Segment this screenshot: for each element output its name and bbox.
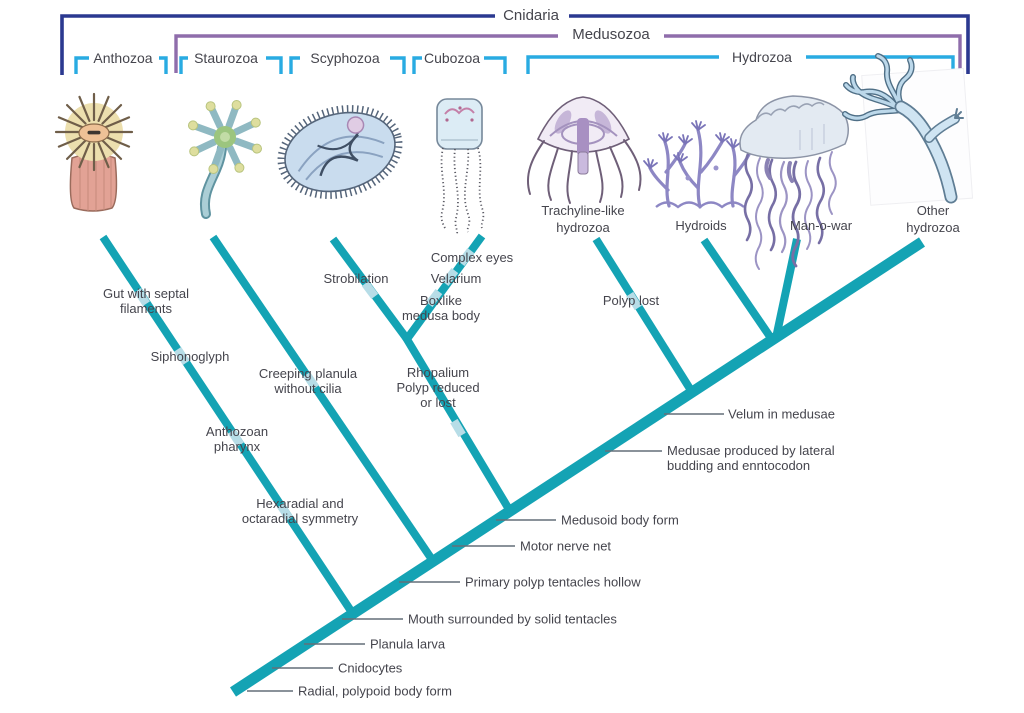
trait-motor-nerve-net: Motor nerve net <box>520 538 612 554</box>
trait-velum-in-medusae: Velum in medusae <box>728 406 835 422</box>
anthozoa-label: Anthozoa <box>93 50 153 66</box>
trait-rhopalium-polyp-reduced: Rhopalium Polyp reduced or lost <box>396 365 480 410</box>
trait-creeping-planula: Creeping planula without cilia <box>258 366 358 396</box>
leader-lines <box>247 413 724 692</box>
trait-planula-larva: Planula larva <box>370 636 446 652</box>
trait-complex-eyes: Complex eyes <box>430 250 514 265</box>
hydrozoa-label: Hydrozoa <box>732 49 792 65</box>
hydroids-label: Hydroids <box>675 218 727 233</box>
trait-medusoid-body-form: Medusoid body form <box>561 512 679 528</box>
trachyline-label: Trachyline-like hydrozoa <box>541 203 625 235</box>
cnidaria-label: Cnidaria <box>503 7 559 24</box>
trait-siphonoglyph: Siphonoglyph <box>150 349 230 364</box>
trait-boxlike-medusa-body: Boxlike medusa body <box>401 293 481 323</box>
hydrozoa-bracket <box>526 55 955 74</box>
other-hydrozoa-label: Other hydrozoa <box>906 203 960 235</box>
trait-hexaradial-symmetry: Hexaradial and octaradial symmetry <box>241 496 359 526</box>
sea-anemone-illustration <box>54 92 134 212</box>
scyphozoa-bracket <box>289 56 406 74</box>
trait-radial-polypoid-body: Radial, polypoid body form <box>298 683 452 699</box>
trachyline-medusa-illustration <box>526 96 642 204</box>
cubozoa-bracket <box>412 56 507 74</box>
man-o-war-label: Man-o-war <box>789 218 853 233</box>
scyphozoan-medusa-illustration <box>277 105 403 199</box>
medusozoa-label: Medusozoa <box>572 26 650 43</box>
scyphozoa-label: Scyphozoa <box>310 50 380 66</box>
trait-primary-polyp-tentacles: Primary polyp tentacles hollow <box>465 574 641 590</box>
staurozoa-label: Staurozoa <box>194 50 258 66</box>
medusozoa-bracket <box>174 34 962 73</box>
cubozoan-illustration <box>436 98 485 235</box>
trait-gut-septal-filaments: Gut with septal filaments <box>103 286 189 316</box>
staurozoa-bracket <box>179 56 283 74</box>
hydroid-colony-illustration <box>643 120 760 209</box>
cnidaria-bracket <box>60 14 970 75</box>
trait-cnidocytes: Cnidocytes <box>338 660 403 676</box>
trait-strobilation: Strobilation <box>323 271 389 286</box>
branch-trachyline <box>592 236 696 395</box>
trunk <box>229 237 926 697</box>
other-hydrozoan-polyp-illustration <box>842 53 974 206</box>
anthozoa-bracket <box>74 56 168 74</box>
trait-ticks <box>134 248 642 522</box>
branch-staurozoa <box>209 234 437 564</box>
trait-anthozoan-pharynx: Anthozoan pharynx <box>205 424 269 454</box>
trait-velarium: Velarium <box>430 271 482 286</box>
stauromedusa-illustration <box>188 100 262 219</box>
man-o-war-illustration <box>739 95 849 270</box>
cubozoa-label: Cubozoa <box>423 50 481 66</box>
trait-polyp-lost: Polyp lost <box>602 293 660 308</box>
trait-mouth-solid-tentacles: Mouth surrounded by solid tentacles <box>408 611 617 627</box>
trait-medusae-lateral-budding: Medusae produced by lateral budding and … <box>667 443 835 473</box>
branch-hydroids <box>700 237 777 344</box>
